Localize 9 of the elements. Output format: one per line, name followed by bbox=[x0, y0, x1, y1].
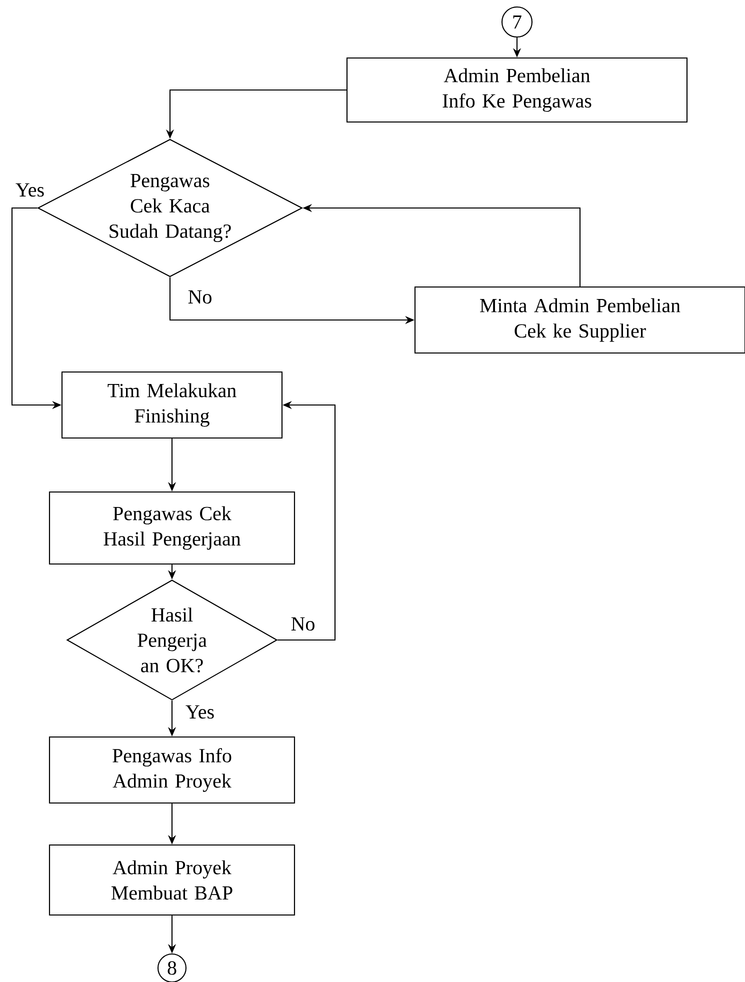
process-box: Pengawas Cek Hasil Pengerjaan bbox=[48, 491, 296, 565]
process-box: Admin Pembelian Info Ke Pengawas bbox=[346, 57, 688, 123]
process-box: Pengawas Info Admin Proyek bbox=[48, 736, 296, 804]
edge-label: No bbox=[186, 289, 214, 305]
edge-label: Yes bbox=[184, 704, 216, 720]
process-box: Tim Melakukan Finishing bbox=[61, 371, 283, 439]
process-box: Minta Admin Pembelian Cek ke Supplier bbox=[414, 286, 745, 354]
edge-label: No bbox=[289, 616, 317, 632]
process-box: Admin Proyek Membuat BAP bbox=[48, 844, 296, 916]
